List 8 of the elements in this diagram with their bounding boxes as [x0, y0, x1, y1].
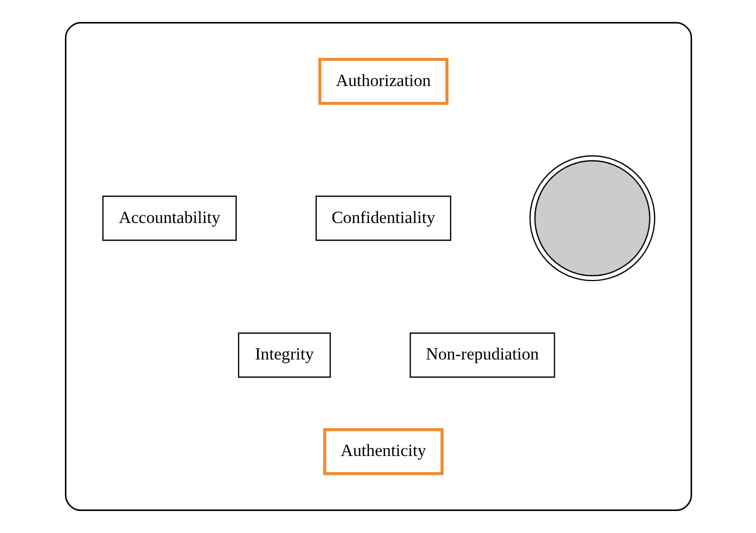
node-box: Accountability	[102, 196, 236, 241]
cluster	[64, 22, 692, 512]
node-box: Authorization	[318, 58, 448, 105]
node-picture	[528, 155, 655, 282]
node-box: Confidentiality	[315, 196, 451, 241]
node-box: Authenticity	[322, 428, 444, 476]
node-box: Non-repudiation	[409, 332, 555, 378]
node-box: Integrity	[237, 332, 330, 378]
